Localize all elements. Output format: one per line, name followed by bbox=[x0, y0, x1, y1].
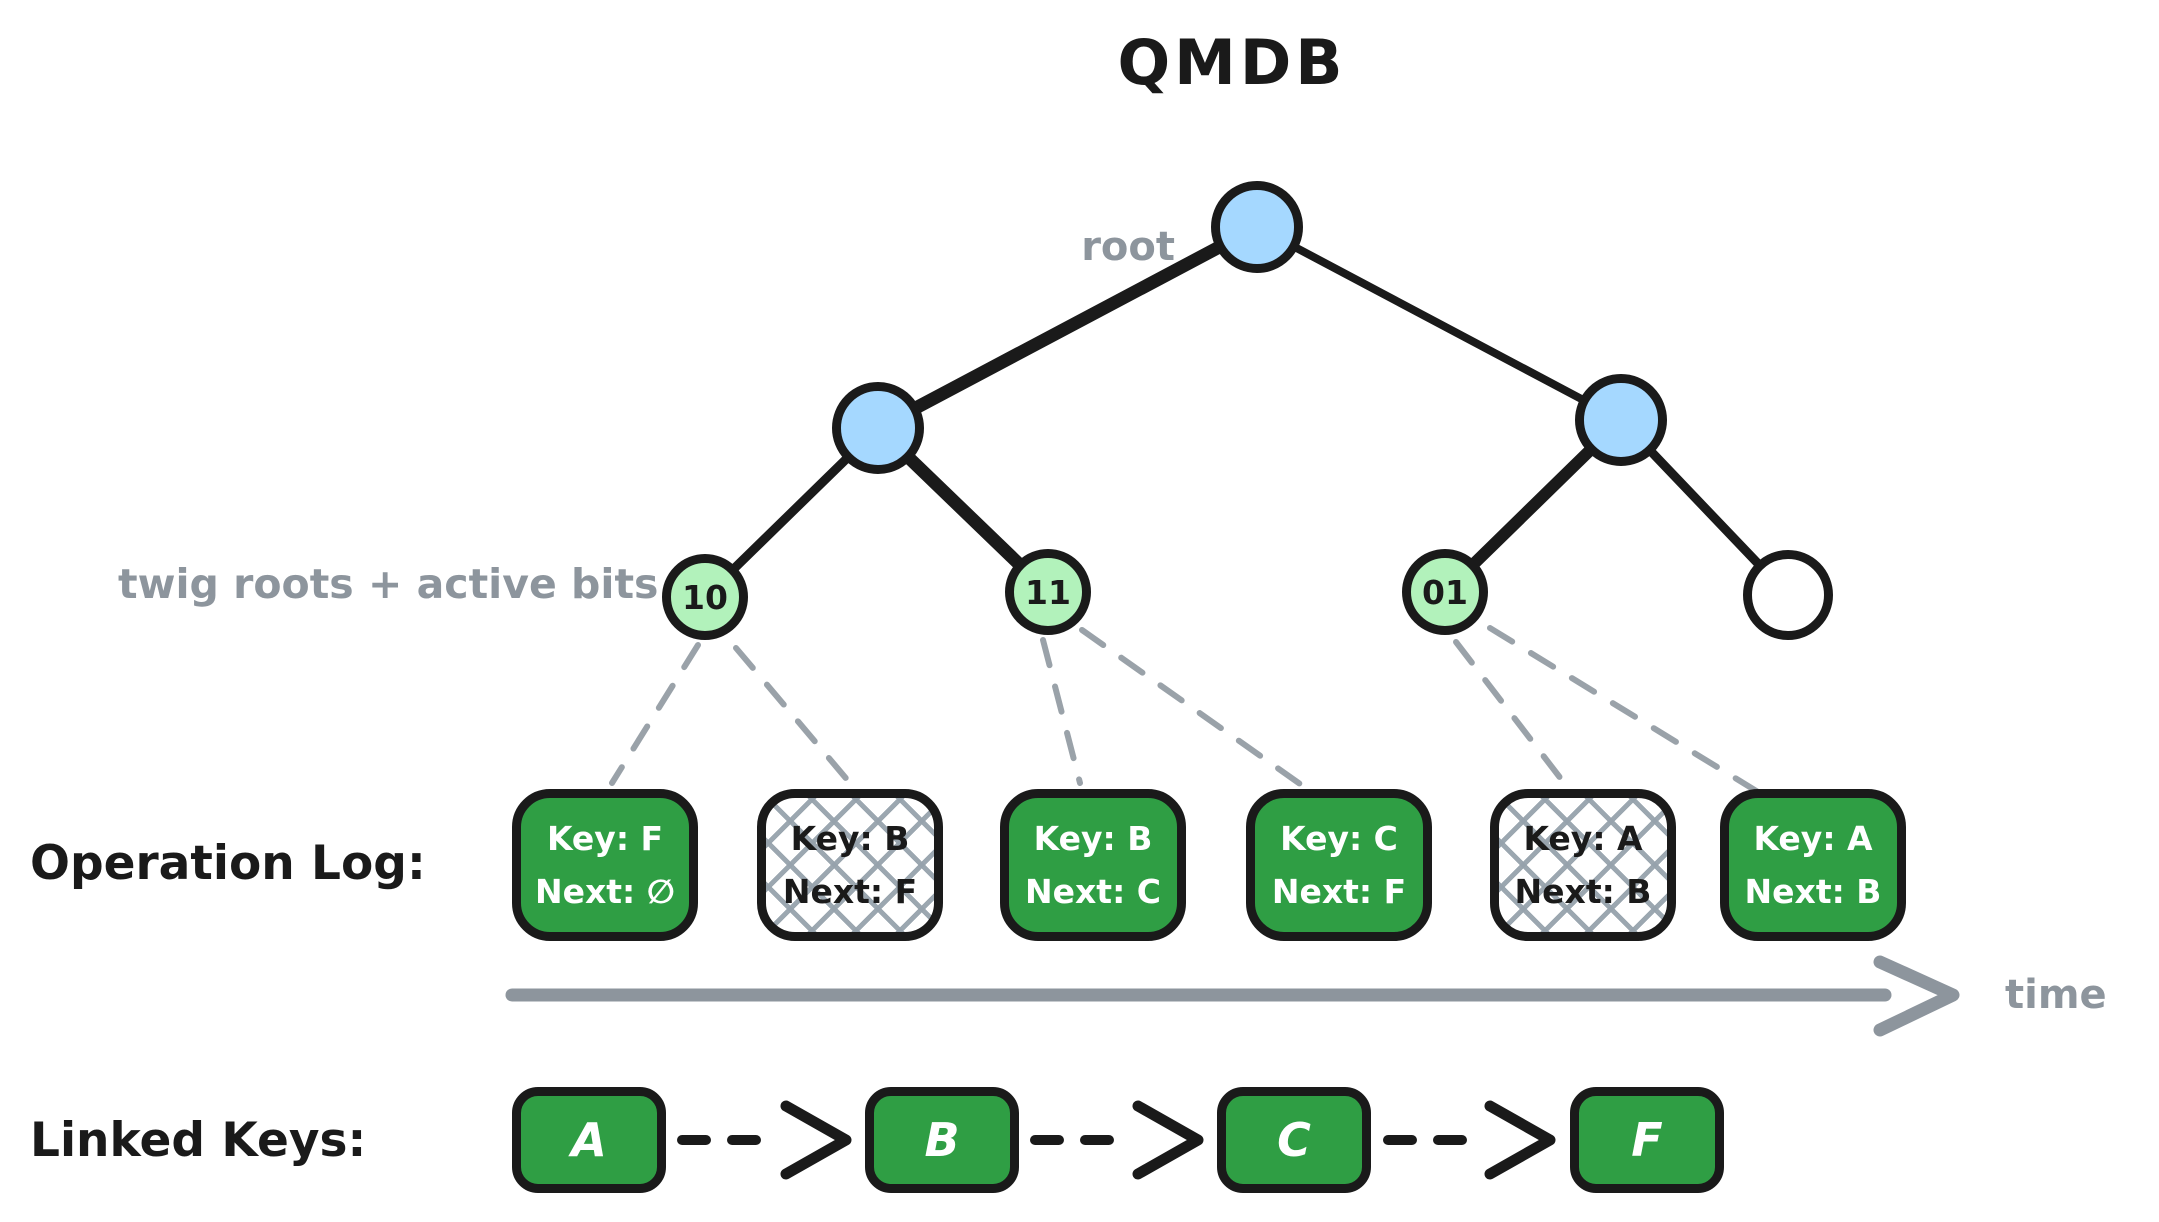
internal-node-right bbox=[1575, 374, 1667, 466]
page-title: QMDB bbox=[1117, 26, 1347, 99]
twig-node-01: 01 bbox=[1402, 549, 1488, 635]
time-arrow bbox=[505, 955, 1960, 1037]
oplog-entry-6-key: Key: A bbox=[1753, 819, 1873, 858]
twig-node-11-label: 11 bbox=[1025, 572, 1071, 612]
oplog-entry-1-next: Next: ∅ bbox=[534, 872, 675, 911]
connector-twig01-to-entry6 bbox=[1487, 625, 1761, 795]
connector-twig11-to-entry3 bbox=[1040, 637, 1083, 786]
twig-node-01-label: 01 bbox=[1422, 572, 1468, 612]
oplog-entry-1-key: Key: F bbox=[546, 819, 664, 858]
edge-root-to-right-internal bbox=[1253, 223, 1625, 424]
twig-node-11: 11 bbox=[1005, 549, 1091, 635]
linked-key-a: A bbox=[512, 1087, 666, 1193]
time-arrow-head bbox=[1873, 955, 1960, 1037]
arrow-c-to-f-head bbox=[1484, 1100, 1556, 1180]
linked-keys-caption: Linked Keys: bbox=[30, 1113, 367, 1168]
connector-twig10-to-entry2 bbox=[733, 645, 853, 786]
oplog-entry-2: Key: B Next: F bbox=[757, 789, 943, 941]
oplog-entry-3-next: Next: C bbox=[1025, 872, 1161, 911]
linked-key-b: B bbox=[865, 1087, 1019, 1193]
twig-node-10-label: 10 bbox=[682, 577, 728, 617]
oplog-entry-4-key: Key: C bbox=[1280, 819, 1398, 858]
twig-node-10: 10 bbox=[662, 554, 748, 640]
edge-root-to-left-internal bbox=[871, 220, 1264, 435]
arrow-b-to-c-head bbox=[1132, 1100, 1204, 1180]
linked-key-arrows bbox=[677, 1100, 1556, 1180]
connector-twig10-to-entry1 bbox=[609, 642, 701, 786]
oplog-entry-5-next: Next: B bbox=[1514, 872, 1652, 911]
oplog-entry-4-next: Next: F bbox=[1271, 872, 1407, 911]
linked-key-a-label: A bbox=[571, 1113, 607, 1167]
oplog-entry-1: Key: F Next: ∅ bbox=[512, 789, 698, 941]
internal-node-left bbox=[832, 382, 924, 474]
twig-row-caption: twig roots + active bits bbox=[118, 560, 659, 608]
linked-key-f-label: F bbox=[1631, 1113, 1663, 1167]
linked-key-c: C bbox=[1217, 1087, 1371, 1193]
oplog-entry-3-key: Key: B bbox=[1033, 819, 1153, 858]
time-axis-label: time bbox=[2005, 972, 2107, 1018]
operation-log-caption: Operation Log: bbox=[30, 836, 426, 891]
twig-to-log-connectors bbox=[609, 625, 1761, 801]
oplog-entry-2-next: Next: F bbox=[782, 872, 918, 911]
connector-twig11-to-entry4 bbox=[1079, 627, 1323, 801]
linked-key-c-label: C bbox=[1277, 1113, 1311, 1167]
oplog-entry-5-key: Key: A bbox=[1523, 819, 1643, 858]
oplog-entry-6: Key: A Next: B bbox=[1720, 789, 1906, 941]
oplog-entry-5: Key: A Next: B bbox=[1490, 789, 1676, 941]
oplog-entry-2-key: Key: B bbox=[790, 819, 910, 858]
root-node-label: root bbox=[1081, 224, 1175, 270]
root-node bbox=[1211, 181, 1303, 273]
linked-key-b-label: B bbox=[924, 1113, 960, 1167]
arrow-a-to-b-head bbox=[780, 1100, 852, 1180]
twig-node-empty bbox=[1743, 550, 1833, 640]
connector-twig01-to-entry5 bbox=[1453, 639, 1571, 791]
oplog-entry-6-next: Next: B bbox=[1744, 872, 1882, 911]
oplog-entry-3: Key: B Next: C bbox=[1000, 789, 1186, 941]
oplog-entry-4: Key: C Next: F bbox=[1246, 789, 1432, 941]
linked-key-f: F bbox=[1570, 1087, 1724, 1193]
